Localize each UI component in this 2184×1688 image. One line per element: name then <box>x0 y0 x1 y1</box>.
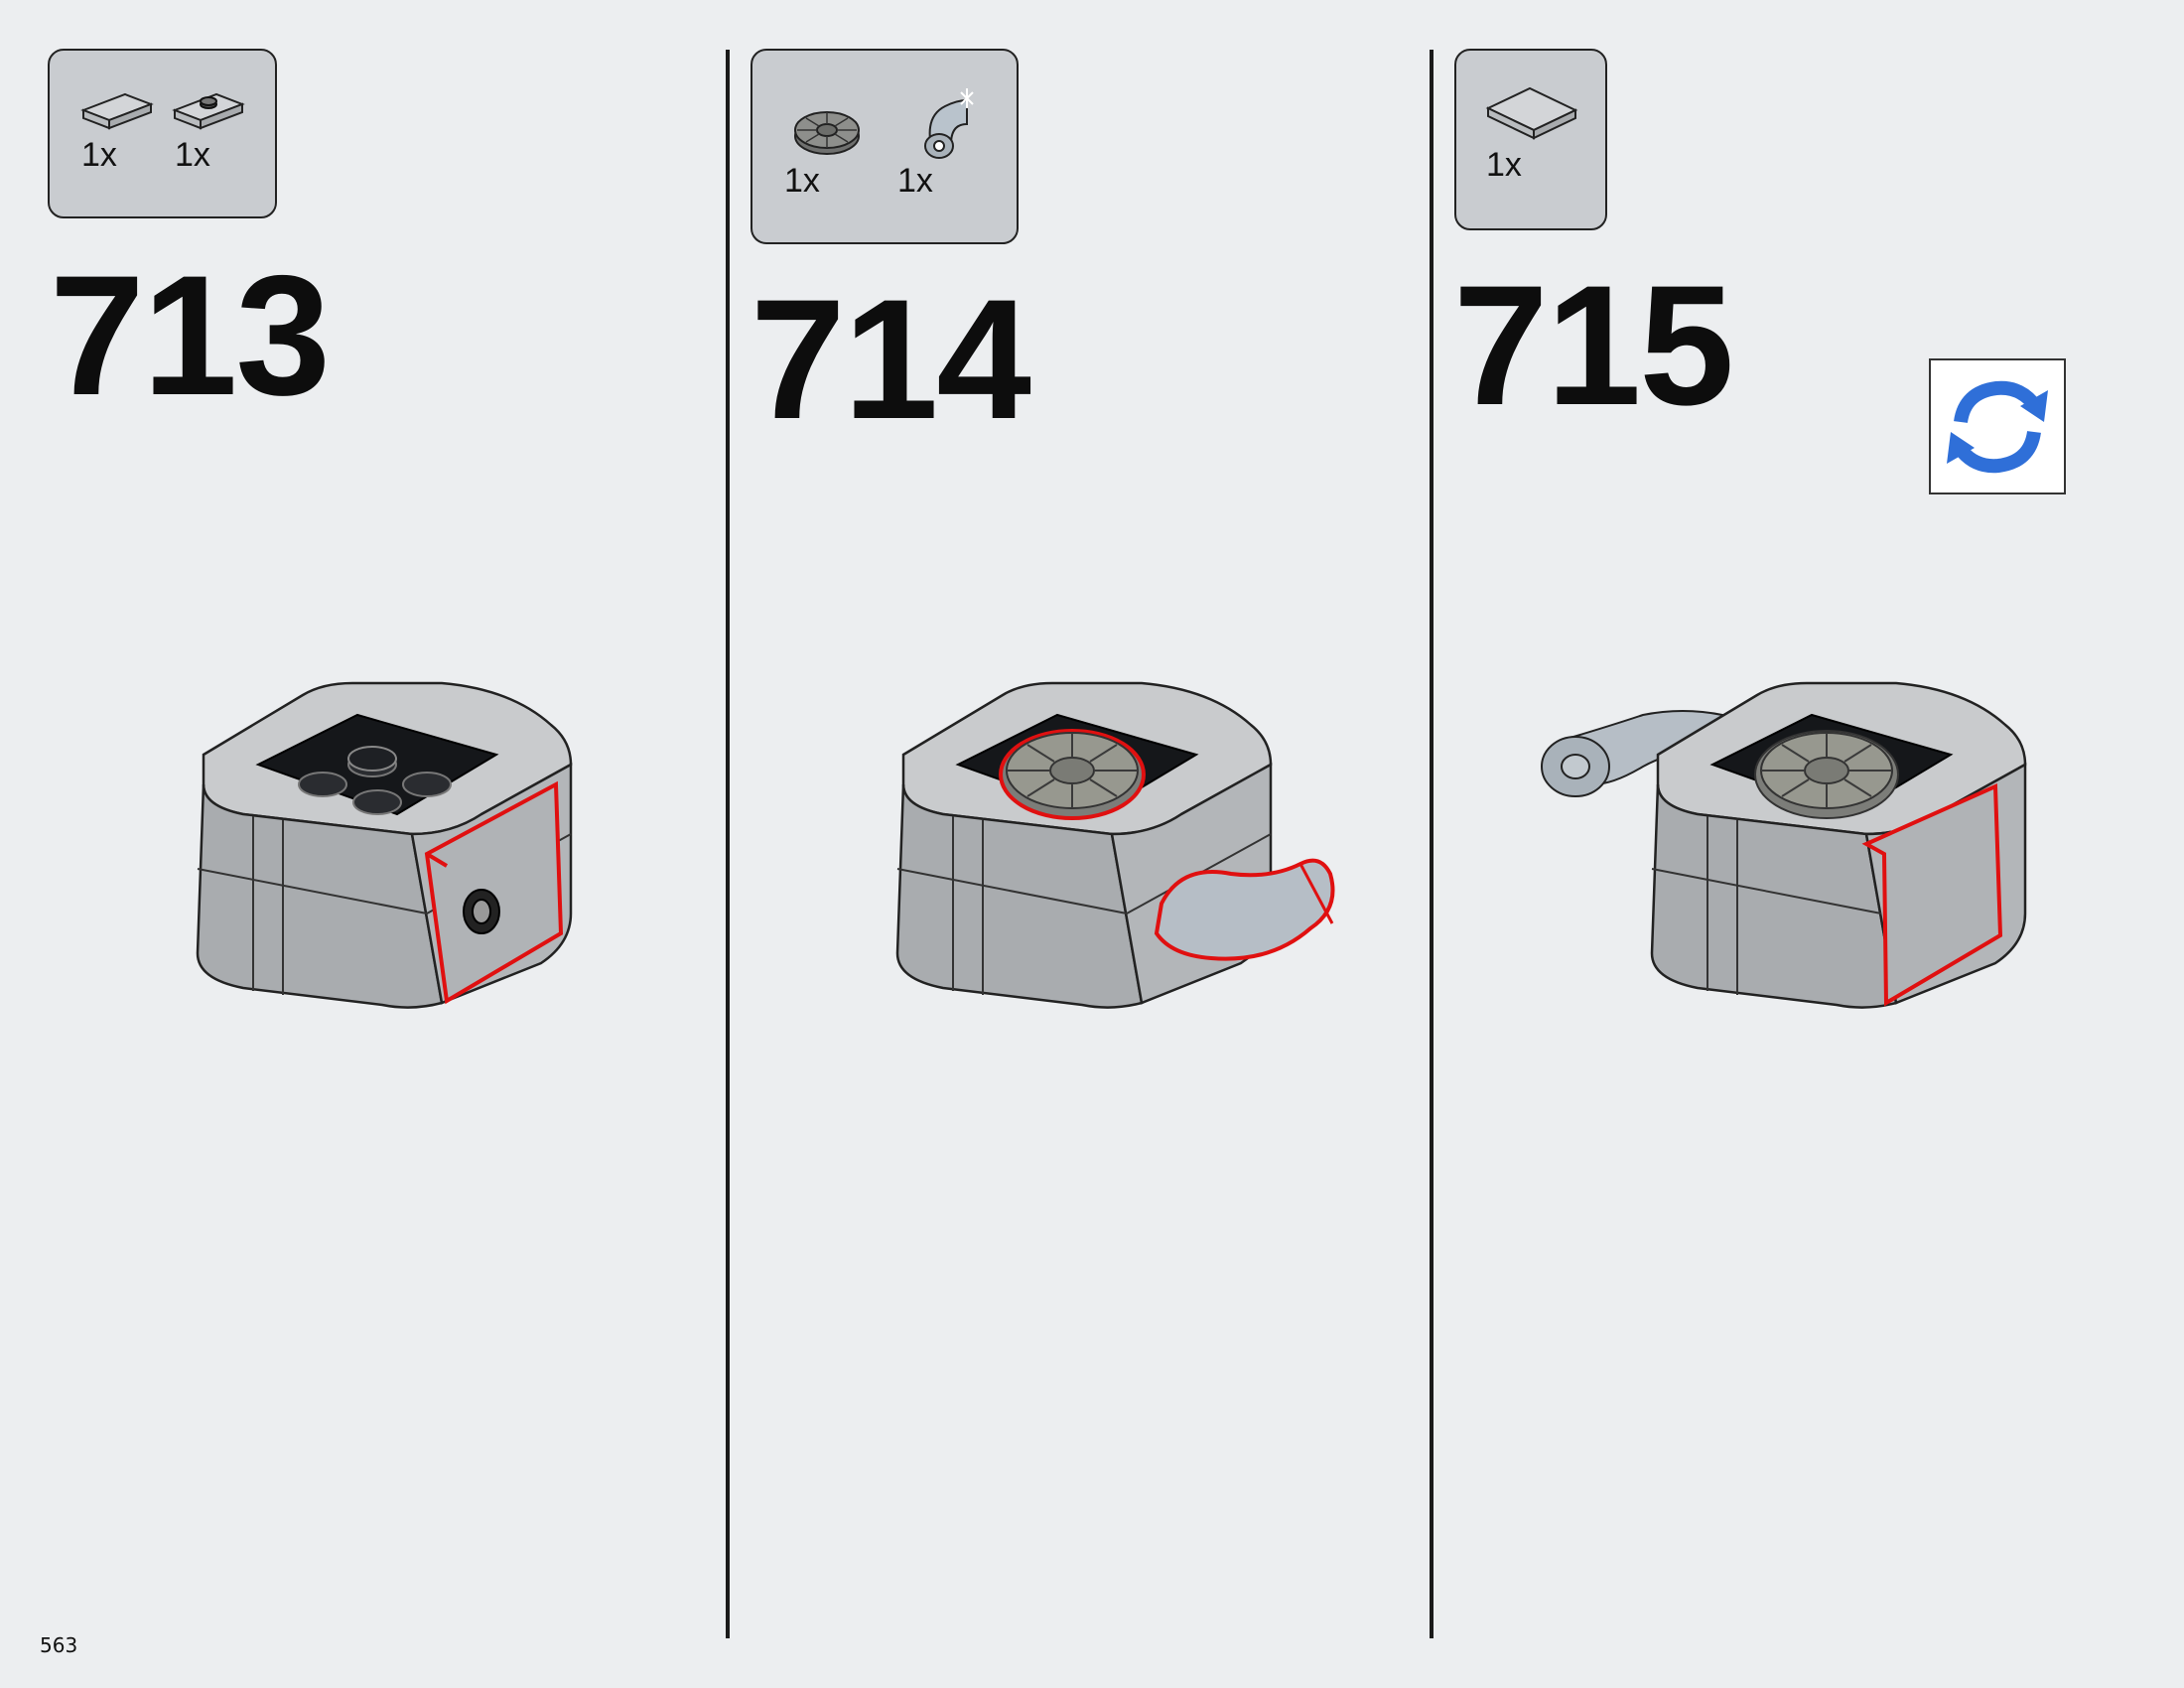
page-number: 563 <box>40 1633 78 1657</box>
rotate-model-callout <box>1929 358 2066 494</box>
flat-tile-2x1-icon <box>80 92 154 130</box>
model-step-715 <box>1541 681 2027 1009</box>
step-number-713: 713 <box>50 240 331 431</box>
rotate-model-icon <box>1947 380 2048 474</box>
hose-bend-icon <box>924 88 974 159</box>
step-number-715: 715 <box>1453 250 1734 441</box>
jumper-plate-icon <box>172 92 245 130</box>
flat-tile-2x2-icon <box>1485 86 1578 140</box>
parts-callout-713: 1x 1x <box>48 49 277 218</box>
round-tile-grille-icon <box>794 111 860 155</box>
part-qty: 1x <box>81 136 117 174</box>
model-step-713 <box>196 681 573 1009</box>
part-qty: 1x <box>1486 146 1522 184</box>
parts-callout-715: 1x <box>1454 49 1607 230</box>
column-divider-1 <box>726 50 730 1638</box>
column-divider-2 <box>1430 50 1433 1638</box>
part-qty: 1x <box>784 162 820 200</box>
part-qty: 1x <box>175 136 210 174</box>
step-number-714: 714 <box>751 264 1031 455</box>
parts-callout-714: 1x 1x <box>751 49 1019 244</box>
part-qty: 1x <box>897 162 933 200</box>
model-step-714 <box>895 681 1335 1009</box>
